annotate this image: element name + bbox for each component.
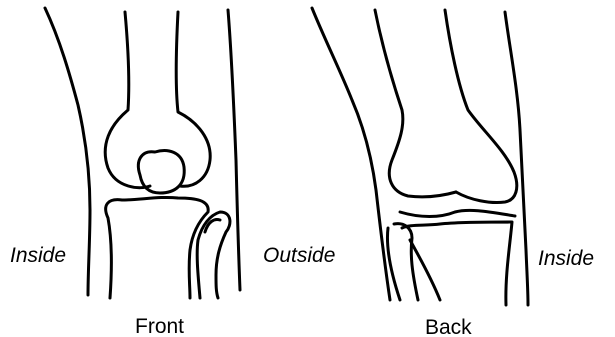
back-femur-left-edge — [375, 10, 456, 197]
back-fibula-inner-line — [410, 240, 440, 300]
back-femur-right-edge — [445, 10, 517, 203]
middle-outside-label: Outside — [263, 244, 335, 267]
back-tibia-plateau — [400, 210, 515, 216]
front-view — [45, 8, 240, 298]
back-tibia — [402, 222, 512, 305]
right-inside-label: Inside — [538, 247, 594, 270]
front-view-label: Front — [135, 315, 184, 337]
back-fibula — [388, 224, 419, 300]
front-patella — [138, 151, 184, 193]
front-right-thigh-outline — [228, 10, 240, 290]
front-fibula — [197, 212, 230, 298]
front-femur-left-edge — [105, 12, 150, 188]
back-view — [312, 8, 528, 305]
left-inside-label: Inside — [10, 244, 66, 267]
back-view-label: Back — [425, 316, 472, 337]
front-tibia — [106, 197, 208, 298]
